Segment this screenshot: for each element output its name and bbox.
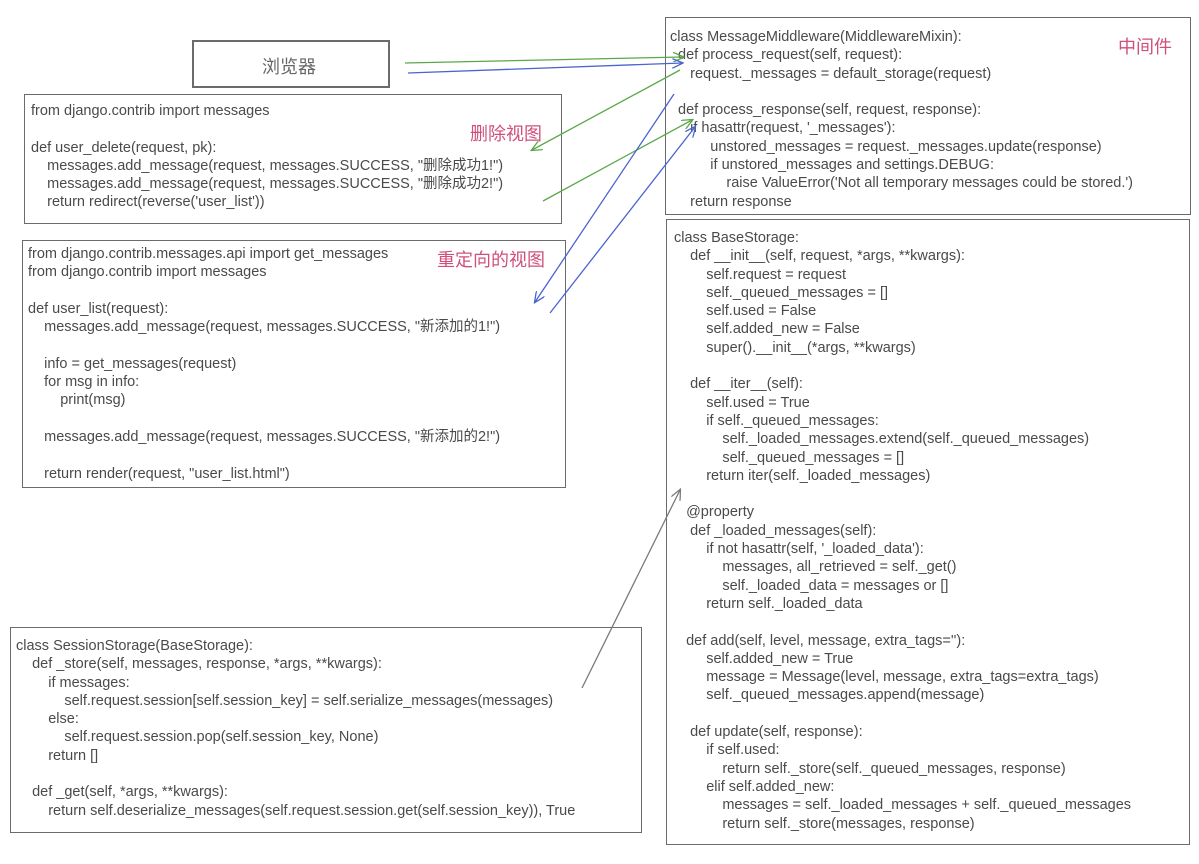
arrow-request-to-redirect-view: [535, 93, 675, 302]
code-line: else:: [16, 711, 79, 728]
session-storage-code: class SessionStorage(BaseStorage): def _…: [16, 637, 575, 820]
code-line: return iter(self._loaded_messages): [674, 467, 931, 484]
code-line: def __init__(self, request, *args, **kwa…: [674, 248, 965, 265]
code-line: def _store(self, messages, response, *ar…: [16, 656, 382, 673]
redirect-view-label: 重定向的视图: [437, 250, 545, 271]
session-storage-box: [10, 627, 642, 833]
code-line: self._loaded_messages.extend(self._queue…: [674, 431, 1090, 448]
code-line: messages.add_message(request, messages.S…: [28, 428, 501, 445]
code-line: def __iter__(self):: [674, 376, 803, 393]
code-line: return self.deserialize_messages(self.re…: [16, 802, 576, 819]
base-storage-box: [666, 219, 1190, 845]
code-line: def user_list(request):: [28, 300, 169, 317]
code-line: def user_delete(request, pk):: [31, 139, 217, 156]
code-line: if self._queued_messages:: [674, 412, 879, 429]
code-line: return render(request, "user_list.html"): [28, 465, 290, 482]
code-line: return self._store(self._queued_messages…: [674, 760, 1066, 777]
code-line: if messages:: [16, 674, 130, 691]
code-line: self.added_new = False: [674, 321, 860, 338]
browser-label: 浏览器: [262, 57, 316, 78]
code-line: return response: [670, 193, 792, 210]
code-line: self.added_new = True: [674, 650, 854, 667]
code-line: messages.add_message(request, messages.S…: [31, 176, 504, 193]
code-line: return redirect(reverse('user_list')): [31, 194, 265, 211]
code-line: for msg in info:: [28, 374, 140, 391]
delete-view-label: 删除视图: [470, 124, 542, 145]
code-line: return self._loaded_data: [674, 595, 863, 612]
arrow-browser-to-request-green: [404, 57, 683, 64]
redirect-view-code: from django.contrib.messages.api import …: [28, 245, 500, 483]
code-line: class MessageMiddleware(MiddlewareMixin)…: [670, 29, 962, 45]
code-line: def add(self, level, message, extra_tags…: [674, 632, 966, 649]
code-line: messages.add_message(request, messages.S…: [31, 157, 504, 174]
code-line: self._queued_messages = []: [674, 284, 889, 301]
arrow-session-storage-to-base: [581, 490, 680, 689]
code-line: super().__init__(*args, **kwargs): [674, 339, 916, 356]
code-line: info = get_messages(request): [28, 355, 237, 372]
delete-view-box: [24, 94, 562, 224]
code-line: @property: [674, 504, 754, 521]
middleware-label: 中间件: [1118, 37, 1172, 58]
code-line: raise ValueError('Not all temporary mess…: [670, 175, 1134, 192]
code-line: self.request = request: [674, 266, 847, 283]
code-line: class BaseStorage:: [674, 230, 799, 246]
redirect-view-box: [22, 240, 566, 488]
code-line: elif self.added_new:: [674, 778, 835, 795]
code-line: if self.used:: [674, 742, 780, 759]
middleware-box: [665, 17, 1191, 215]
code-line: unstored_messages = request._messages.up…: [670, 138, 1102, 155]
code-line: message = Message(level, message, extra_…: [674, 669, 1099, 686]
code-line: if not hasattr(self, '_loaded_data'):: [674, 541, 924, 558]
code-line: from django.contrib import messages: [31, 103, 270, 119]
code-line: request._messages = default_storage(requ…: [670, 65, 992, 82]
delete-view-code: from django.contrib import messages def …: [31, 102, 503, 212]
code-line: if hasattr(request, '_messages'):: [670, 120, 896, 137]
code-line: self._queued_messages = []: [674, 449, 905, 466]
arrow-request-to-delete-view: [532, 69, 681, 150]
code-line: return []: [16, 747, 99, 764]
code-line: self.request.session[self.session_key] =…: [16, 692, 554, 709]
arrow-redirect-view-to-response: [549, 127, 695, 314]
code-line: self.request.session.pop(self.session_ke…: [16, 729, 379, 746]
code-line: print(msg): [28, 392, 126, 409]
code-line: class SessionStorage(BaseStorage):: [16, 638, 253, 654]
middleware-code: class MessageMiddleware(MiddlewareMixin)…: [670, 28, 1133, 211]
code-line: self._queued_messages.append(message): [674, 687, 985, 704]
code-line: self.used = False: [674, 303, 817, 320]
code-line: messages = self._loaded_messages + self.…: [674, 797, 1132, 814]
code-line: self._loaded_data = messages or []: [674, 577, 949, 594]
arrow-delete-view-to-response: [542, 120, 692, 202]
code-line: from django.contrib import messages: [28, 264, 267, 281]
code-line: self.used = True: [674, 394, 810, 411]
code-line: if unstored_messages and settings.DEBUG:: [670, 157, 994, 174]
code-line: def process_response(self, request, resp…: [670, 102, 982, 119]
code-line: def _get(self, *args, **kwargs):: [16, 784, 228, 801]
base-storage-code: class BaseStorage: def __init__(self, re…: [674, 229, 1131, 833]
code-line: def _loaded_messages(self):: [674, 522, 877, 539]
browser-box: 浏览器: [192, 40, 390, 88]
code-line: from django.contrib.messages.api import …: [28, 246, 389, 262]
code-line: messages.add_message(request, messages.S…: [28, 319, 501, 336]
code-line: def process_request(self, request):: [670, 47, 903, 64]
code-line: return self._store(messages, response): [674, 815, 975, 832]
code-line: messages, all_retrieved = self._get(): [674, 559, 957, 576]
code-line: def update(self, response):: [674, 724, 863, 741]
arrow-browser-to-request-blue: [407, 63, 682, 74]
